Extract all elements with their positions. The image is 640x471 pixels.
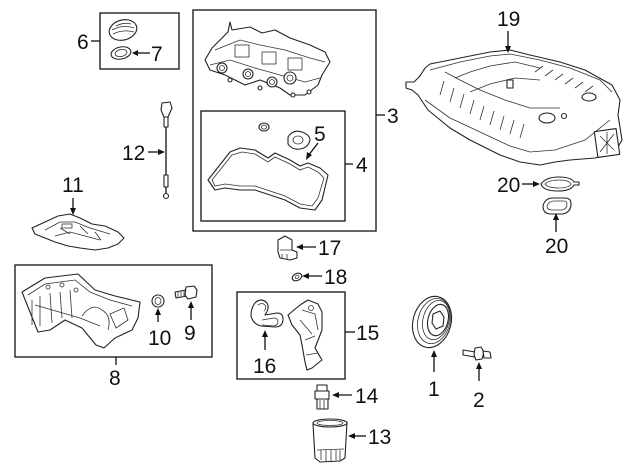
arrow-10: [155, 308, 161, 315]
callout-4[interactable]: 4: [356, 154, 368, 177]
part-dipstick[interactable]: [160, 101, 173, 200]
group-valve-cover: 5 4 3: [192, 9, 399, 232]
callout-18[interactable]: 18: [324, 266, 347, 289]
arrow-12: [158, 149, 165, 155]
part-manifold-gasket-2[interactable]: [542, 197, 572, 215]
callout-17[interactable]: 17: [318, 237, 341, 260]
arrow-1: [431, 350, 437, 357]
box-oil-pan-assembly: [14, 264, 213, 358]
part-drain-plug[interactable]: [174, 285, 198, 300]
part-plug-seal[interactable]: [287, 130, 311, 150]
callout-16[interactable]: 16: [253, 355, 276, 378]
part-oil-pressure-switch[interactable]: [277, 235, 298, 261]
callout-13[interactable]: 13: [368, 426, 391, 449]
part-pulley-bolt[interactable]: [462, 346, 492, 361]
group-oil-pump: 16 15: [236, 291, 379, 380]
callout-6[interactable]: 6: [77, 31, 89, 54]
arrow-20a: [533, 181, 540, 187]
box-oil-filler-cap: [99, 12, 180, 70]
callout-15[interactable]: 15: [356, 322, 379, 345]
part-valve-cover-gasket[interactable]: [207, 147, 329, 211]
part-intake-manifold[interactable]: [405, 49, 623, 166]
group-filter-adapter: 14: [314, 384, 379, 410]
part-oil-filter[interactable]: [312, 418, 348, 463]
box-valve-cover-assembly: [192, 9, 377, 232]
callout-20b[interactable]: 20: [545, 235, 568, 258]
box-gasket-set: [200, 110, 346, 222]
group-oil-filter: 13: [312, 418, 391, 463]
callout-14[interactable]: 14: [355, 385, 379, 408]
arrow-16: [262, 330, 268, 337]
part-drain-plug-washer[interactable]: [151, 294, 165, 308]
box-oil-pump-pickup-assembly: [236, 291, 346, 380]
part-oil-pan[interactable]: [21, 273, 141, 349]
arrow-11: [70, 208, 76, 215]
callout-2[interactable]: 2: [473, 389, 485, 412]
part-oil-filler-cap[interactable]: [107, 17, 139, 44]
part-cap-seal[interactable]: [110, 45, 132, 61]
callout-19[interactable]: 19: [497, 8, 520, 31]
group-manifold-gaskets: 20 20: [497, 174, 580, 258]
callout-1[interactable]: 1: [428, 378, 440, 401]
part-manifold-gasket-1[interactable]: [540, 176, 580, 192]
group-intake-manifold: 19: [405, 8, 623, 166]
callout-3[interactable]: 3: [387, 105, 399, 128]
part-filter-adapter[interactable]: [314, 384, 330, 410]
part-oil-pump-pickup[interactable]: [287, 299, 323, 371]
group-oil-pressure-switch: 17 18: [277, 235, 347, 289]
group-crank-pulley: 1: [407, 292, 457, 401]
part-pickup-gasket[interactable]: [250, 299, 284, 328]
part-oil-baffle-plate[interactable]: [31, 213, 125, 251]
arrow-13: [348, 433, 355, 439]
part-valve-cover[interactable]: [204, 21, 331, 98]
arrow-7: [132, 50, 138, 56]
callout-5[interactable]: 5: [314, 123, 326, 146]
callout-20a[interactable]: 20: [497, 174, 520, 197]
group-oil-pan: 10 9 8: [14, 264, 213, 390]
group-dipstick: 12: [122, 101, 173, 200]
arrow-17: [296, 244, 303, 250]
callout-9[interactable]: 9: [184, 322, 196, 345]
callout-7[interactable]: 7: [151, 43, 163, 66]
arrow-14: [332, 392, 339, 398]
callout-12[interactable]: 12: [122, 142, 145, 165]
callout-8[interactable]: 8: [109, 367, 121, 390]
arrow-19: [505, 46, 511, 53]
part-small-seal[interactable]: [258, 122, 270, 132]
arrow-5: [306, 152, 312, 160]
arrow-18: [302, 273, 309, 279]
arrow-2: [476, 362, 482, 369]
callout-11[interactable]: 11: [62, 174, 84, 197]
part-switch-washer[interactable]: [291, 272, 303, 283]
arrow-9: [188, 301, 194, 308]
group-oil-filler-cap: 6 7: [77, 12, 180, 70]
arrow-20b: [553, 213, 559, 220]
callout-10[interactable]: 10: [148, 327, 171, 350]
group-baffle-plate: 11: [31, 174, 125, 251]
part-crankshaft-pulley[interactable]: [407, 292, 457, 352]
group-pulley-bolt: 2: [462, 346, 492, 412]
